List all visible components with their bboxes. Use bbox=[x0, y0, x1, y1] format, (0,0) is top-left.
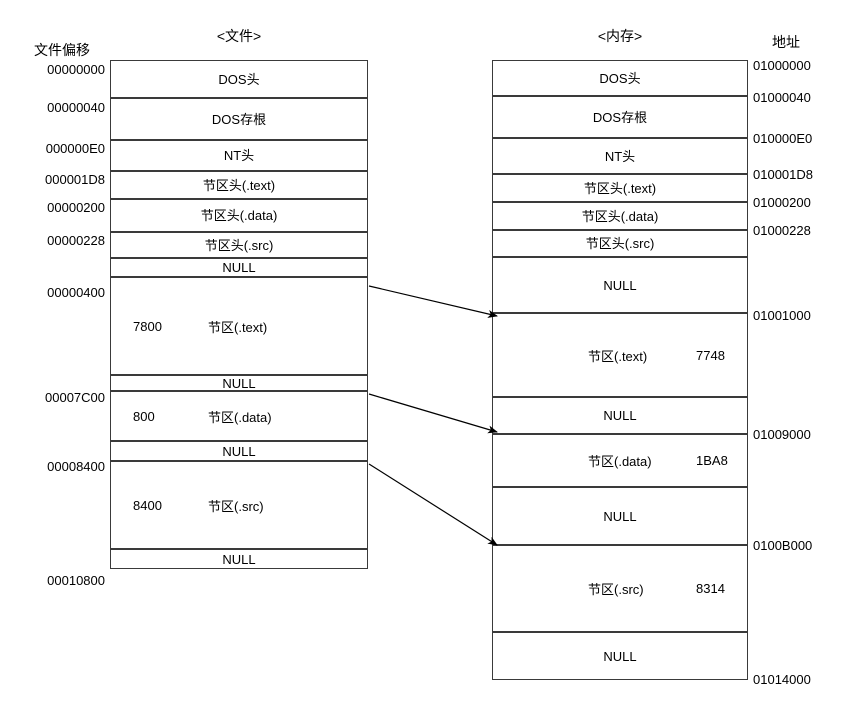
file-row-null-padding-4: NULL bbox=[110, 549, 368, 569]
file-row-label: 节区头(.src) bbox=[204, 237, 274, 253]
memory-address-tick: 010000E0 bbox=[753, 131, 813, 146]
memory-row-label: 节区头(.text) bbox=[583, 180, 657, 196]
memory-address-tick: 01000200 bbox=[753, 195, 811, 210]
memory-address-tick: 010001D8 bbox=[753, 167, 813, 182]
memory-row-label: 节区(.data) bbox=[588, 454, 652, 469]
memory-row-label: NULL bbox=[603, 508, 637, 524]
file-column-title: <文件> bbox=[216, 28, 262, 44]
file-row-label: NULL bbox=[222, 375, 256, 391]
memory-row-label: 节区头(.src) bbox=[585, 236, 655, 251]
memory-layout-table: DOS头 DOS存根 NT头 节区头(.text) 节区头(.data) 节区头… bbox=[492, 60, 748, 680]
memory-row-section-header-data: 节区头(.data) bbox=[492, 202, 748, 230]
file-row-section-header-text: 节区头(.text) bbox=[110, 171, 368, 199]
file-row-section-text: 7800 节区(.text) bbox=[110, 277, 368, 375]
memory-row-null-padding-3: NULL bbox=[492, 487, 748, 545]
memory-row-label: DOS存根 bbox=[592, 109, 648, 125]
file-row-label: 节区(.text) bbox=[208, 319, 268, 335]
file-row-dos-header: DOS头 bbox=[110, 60, 368, 98]
memory-row-null-padding-1: NULL bbox=[492, 257, 748, 313]
file-offset-tick: 00007C00 bbox=[45, 390, 105, 405]
memory-row-section-src: 节区(.src) 8314 bbox=[492, 545, 748, 632]
file-offset-tick: 00000228 bbox=[47, 233, 105, 248]
file-layout-table: DOS头 DOS存根 NT头 节区头(.text) 节区头(.data) 节区头… bbox=[110, 60, 368, 576]
file-offset-tick: 00000040 bbox=[47, 100, 105, 115]
file-row-section-header-src: 节区头(.src) bbox=[110, 232, 368, 258]
memory-address-tick: 01000000 bbox=[753, 58, 811, 73]
file-row-label: 节区头(.text) bbox=[202, 177, 276, 193]
mapping-arrow-data-section bbox=[368, 393, 498, 434]
memory-row-nt-header: NT头 bbox=[492, 138, 748, 174]
file-row-label: NT头 bbox=[223, 148, 255, 163]
file-row-section-header-data: 节区头(.data) bbox=[110, 199, 368, 232]
memory-row-section-header-text: 节区头(.text) bbox=[492, 174, 748, 202]
file-row-label: 节区头(.data) bbox=[200, 208, 278, 223]
memory-address-tick: 01000228 bbox=[753, 223, 811, 238]
file-row-section-src: 8400 节区(.src) bbox=[110, 461, 368, 549]
file-row-label: DOS头 bbox=[218, 71, 260, 87]
memory-address-tick: 01001000 bbox=[753, 308, 811, 323]
memory-column-title: <内存> bbox=[597, 28, 643, 44]
file-row-null-padding-3: NULL bbox=[110, 441, 368, 461]
file-row-label: NULL bbox=[222, 443, 256, 459]
memory-address-tick: 0100B000 bbox=[753, 538, 813, 553]
memory-row-label: NULL bbox=[603, 408, 637, 423]
file-row-label: 节区(.data) bbox=[208, 409, 272, 425]
memory-row-section-text: 节区(.text) 7748 bbox=[492, 313, 748, 397]
file-row-label: 节区(.src) bbox=[208, 498, 264, 514]
memory-row-section-data: 节区(.data) 1BA8 bbox=[492, 434, 748, 487]
memory-row-label: NULL bbox=[603, 648, 637, 664]
file-row-label: NULL bbox=[222, 551, 256, 567]
file-offset-tick: 00000000 bbox=[47, 62, 105, 77]
file-row-null-padding-1: NULL bbox=[110, 258, 368, 277]
file-row-nt-header: NT头 bbox=[110, 140, 368, 171]
memory-row-null-padding-4: NULL bbox=[492, 632, 748, 680]
memory-address-axis-label: 地址 bbox=[772, 34, 800, 50]
memory-row-section-header-src: 节区头(.src) bbox=[492, 230, 748, 257]
memory-row-label: NT头 bbox=[604, 148, 636, 164]
memory-row-label: DOS头 bbox=[599, 70, 641, 86]
memory-address-tick: 01014000 bbox=[753, 672, 811, 687]
file-row-label: DOS存根 bbox=[211, 111, 267, 127]
memory-row-dos-header: DOS头 bbox=[492, 60, 748, 96]
memory-row-null-padding-2: NULL bbox=[492, 397, 748, 434]
file-offset-tick: 00000200 bbox=[47, 200, 105, 215]
memory-row-label: 节区头(.data) bbox=[581, 208, 659, 224]
memory-row-dos-stub: DOS存根 bbox=[492, 96, 748, 138]
mapping-arrow-text-section bbox=[368, 285, 498, 318]
memory-address-tick: 01000040 bbox=[753, 90, 811, 105]
memory-row-size: 7748 bbox=[696, 347, 725, 363]
file-offset-tick: 00008400 bbox=[47, 459, 105, 474]
memory-row-size: 1BA8 bbox=[696, 453, 728, 468]
file-offset-tick: 00010800 bbox=[47, 573, 105, 588]
file-row-null-padding-2: NULL bbox=[110, 375, 368, 391]
file-offset-tick: 00000400 bbox=[47, 285, 105, 300]
file-row-size: 800 bbox=[133, 408, 155, 424]
file-row-dos-stub: DOS存根 bbox=[110, 98, 368, 140]
memory-row-size: 8314 bbox=[696, 581, 725, 596]
memory-row-label: NULL bbox=[603, 277, 637, 293]
file-row-section-data: 800 节区(.data) bbox=[110, 391, 368, 441]
file-offset-tick: 000001D8 bbox=[45, 172, 105, 187]
memory-row-label: 节区(.src) bbox=[588, 582, 644, 597]
file-row-size: 7800 bbox=[133, 318, 162, 334]
file-row-label: NULL bbox=[222, 260, 256, 275]
file-offset-axis-label: 文件偏移 bbox=[34, 42, 90, 58]
file-offset-tick: 000000E0 bbox=[45, 141, 105, 156]
file-row-size: 8400 bbox=[133, 497, 162, 513]
memory-row-label: 节区(.text) bbox=[588, 348, 648, 364]
mapping-arrow-src-section bbox=[368, 463, 498, 546]
memory-address-tick: 01009000 bbox=[753, 427, 811, 442]
